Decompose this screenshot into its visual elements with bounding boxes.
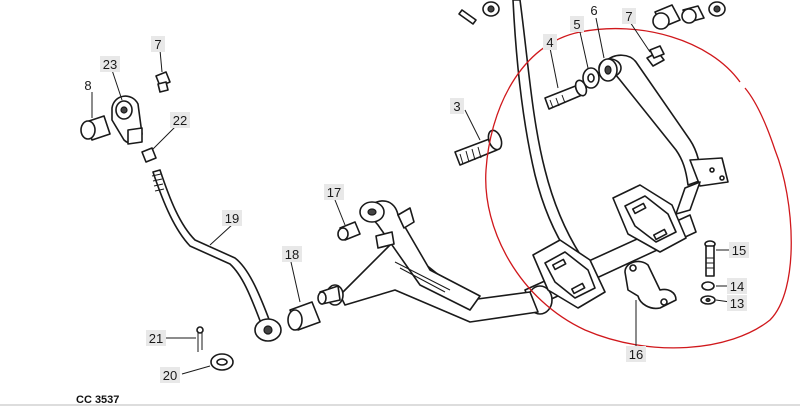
callout-15: 15 <box>729 242 749 258</box>
callout-4: 4 <box>543 34 557 50</box>
callout-15-label: 15 <box>732 243 746 258</box>
callout-8-label: 8 <box>84 78 91 93</box>
callout-23-label: 23 <box>103 57 117 72</box>
nut-7-right <box>646 45 665 67</box>
reference-code: CC 3537 <box>76 394 119 406</box>
bush-18 <box>287 301 321 331</box>
nut-22 <box>141 147 157 163</box>
callout-14: 14 <box>727 278 747 294</box>
callout-21-label: 21 <box>149 331 163 346</box>
top-bushing-a <box>482 1 500 17</box>
callout-7-right: 7 <box>622 8 636 24</box>
callout-16: 16 <box>626 346 646 362</box>
rod-19 <box>151 169 282 342</box>
callout-20-label: 20 <box>163 368 177 383</box>
callout-18-label: 18 <box>285 247 299 262</box>
callout-7-right-label: 7 <box>625 9 632 24</box>
callout-19-label: 19 <box>225 211 239 226</box>
leader-lines <box>91 17 731 375</box>
callout-6-label: 6 <box>590 3 597 18</box>
callout-7-left: 7 <box>151 36 165 52</box>
callout-13-label: 13 <box>730 296 744 311</box>
washer-20 <box>210 353 234 371</box>
callout-6: 6 <box>590 3 597 18</box>
nut-13 <box>700 295 716 305</box>
callout-8: 8 <box>84 78 91 93</box>
callout-23: 23 <box>100 56 120 72</box>
bolt-3 <box>454 129 503 166</box>
callout-5: 5 <box>570 16 584 32</box>
pedal-lever-assembly <box>317 200 539 323</box>
top-left-pin <box>458 9 477 25</box>
bush-8 <box>80 115 111 141</box>
nut-7-left <box>155 71 171 93</box>
callout-22: 22 <box>170 112 190 128</box>
clevis-23 <box>111 95 143 145</box>
callout-18: 18 <box>282 246 302 262</box>
top-bushing-b <box>652 1 726 30</box>
callout-13: 13 <box>727 295 747 311</box>
washer-6 <box>598 58 618 82</box>
bolt-4 <box>544 79 588 110</box>
callout-21: 21 <box>146 330 166 346</box>
callout-3: 3 <box>450 98 464 114</box>
callout-16-label: 16 <box>629 347 643 362</box>
callout-7-left-label: 7 <box>154 37 161 52</box>
split-pin-21 <box>196 326 204 352</box>
callout-17: 17 <box>324 184 344 200</box>
callout-5-label: 5 <box>573 17 580 32</box>
bush-17 <box>337 221 361 241</box>
callout-20: 20 <box>160 367 180 383</box>
callout-4-label: 4 <box>546 35 553 50</box>
callout-22-label: 22 <box>173 113 187 128</box>
callout-14-label: 14 <box>730 279 744 294</box>
washer-14 <box>701 281 715 291</box>
bolt-15 <box>704 240 716 277</box>
callout-3-label: 3 <box>453 99 460 114</box>
callout-19: 19 <box>222 210 242 226</box>
callout-17-label: 17 <box>327 185 341 200</box>
washer-5 <box>582 67 600 89</box>
